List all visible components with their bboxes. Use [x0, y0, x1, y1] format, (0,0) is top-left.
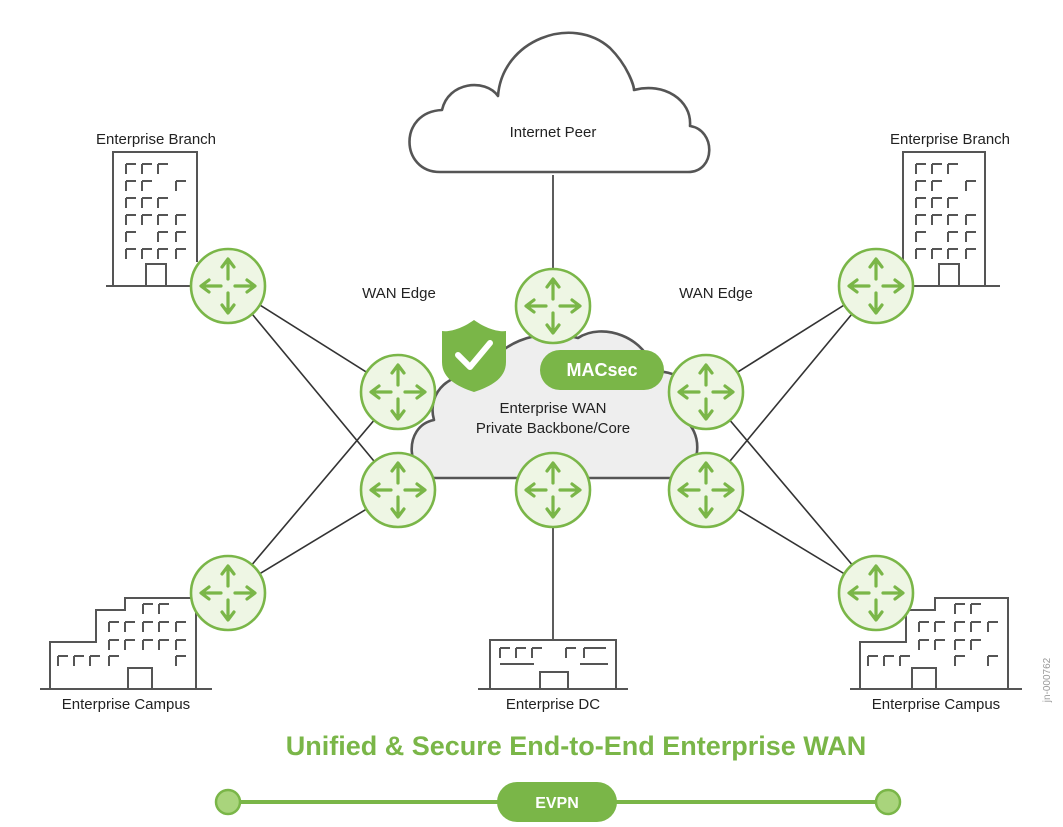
link-campusL-edgeL1	[227, 391, 399, 594]
router-edge-left-top	[359, 353, 437, 431]
evpn-endpoint-left	[214, 788, 242, 816]
dc-building-icon	[478, 639, 628, 690]
evpn-label: EVPN	[535, 795, 579, 812]
router-branch-left	[189, 247, 267, 325]
evpn-bar: EVPN	[214, 782, 902, 822]
branch-right-label: Enterprise Branch	[890, 131, 1010, 148]
internet-cloud-icon	[408, 31, 711, 174]
router-edge-right-top	[667, 353, 745, 431]
dc-label: Enterprise DC	[506, 696, 600, 713]
doc-id-label: jn-000762	[1042, 657, 1053, 703]
router-campus-left	[189, 554, 267, 632]
core-label-line1: Enterprise WAN	[500, 400, 607, 417]
shield-check-icon	[442, 320, 506, 392]
campus-right-building-icon	[850, 597, 1022, 690]
link-branchL-edgeL2	[227, 284, 399, 491]
campus-left-building-icon	[40, 597, 212, 690]
router-edge-left-bottom	[359, 451, 437, 529]
router-branch-right	[837, 247, 915, 325]
evpn-endpoint-right	[874, 788, 902, 816]
macsec-label: MACsec	[566, 360, 637, 380]
link-campusR-edgeR1	[705, 391, 877, 594]
internet-peer-label: Internet Peer	[510, 124, 597, 141]
router-core-top	[514, 267, 592, 345]
campus-left-label: Enterprise Campus	[62, 696, 190, 713]
macsec-badge: MACsec	[540, 350, 664, 390]
router-edge-right-bottom	[667, 451, 745, 529]
wan-edge-left-label: WAN Edge	[362, 285, 436, 302]
campus-right-label: Enterprise Campus	[872, 696, 1000, 713]
evpn-pill	[497, 782, 617, 822]
diagram-title: Unified & Secure End-to-End Enterprise W…	[286, 731, 867, 761]
link-branchR-edgeR2	[705, 284, 877, 491]
branch-left-label: Enterprise Branch	[96, 131, 216, 148]
router-core-bottom	[514, 451, 592, 529]
wan-edge-right-label: WAN Edge	[679, 285, 753, 302]
router-campus-right	[837, 554, 915, 632]
core-label-line2: Private Backbone/Core	[476, 420, 630, 437]
